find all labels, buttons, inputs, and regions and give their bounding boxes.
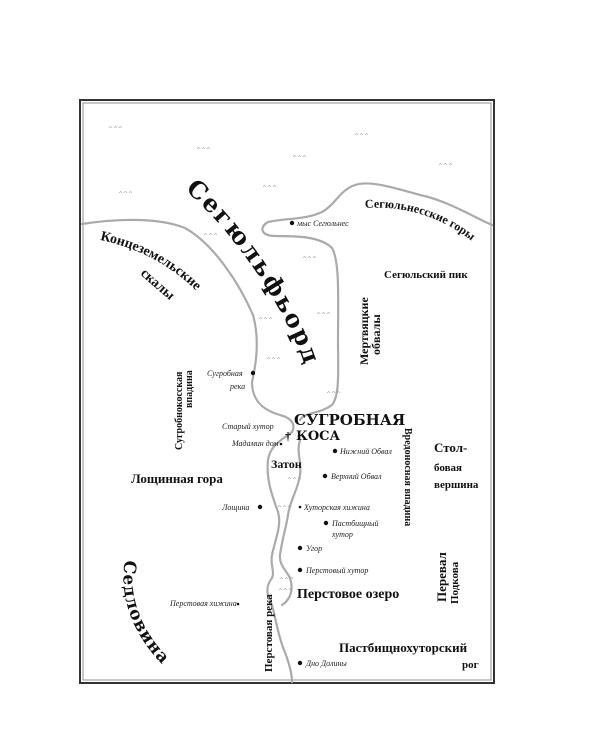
coastline-backwater	[278, 438, 302, 607]
place-river[interactable]: Сугробная река	[207, 369, 256, 391]
place-old-farm-label: Старый хутор	[222, 422, 274, 431]
label-pillar-line3: вершина	[434, 479, 479, 491]
wave-mark-icon: ^^^	[118, 191, 133, 198]
place-pasture-farm-line1: Пастбищный	[331, 519, 379, 528]
settlement-dot-icon	[322, 473, 328, 479]
label-landslides-line2: обвалы	[369, 314, 383, 355]
settlement-dot-icon	[297, 567, 303, 573]
settlement-dot-icon	[297, 545, 303, 551]
settlement-dot-icon	[332, 448, 338, 454]
place-lower-slide[interactable]: Нижний Обвал	[332, 447, 393, 456]
wave-mark-icon: ^^^	[302, 256, 317, 263]
label-saddle-text: Седловина	[118, 559, 172, 668]
coastline-west	[80, 218, 295, 684]
label-peak: Сегюльский пик	[384, 269, 468, 281]
settlement-dot-icon	[297, 660, 303, 666]
wave-mark-icon: ^^^	[266, 357, 281, 364]
wave-mark-icon: ^^^	[326, 391, 341, 398]
place-pasture-farm[interactable]: Пастбищный хутор	[323, 519, 379, 539]
label-lake: Перстовое озеро	[297, 587, 399, 602]
place-upper-slide-label: Верхний Обвал	[331, 472, 382, 481]
label-backwater: Затон	[271, 457, 302, 471]
place-hill[interactable]: Угор	[297, 544, 322, 553]
place-old-farm[interactable]: Старый хутор	[222, 422, 274, 431]
wave-mark-icon: ^^^	[287, 477, 302, 484]
label-saddle: Седловина	[118, 559, 173, 668]
cross-icon: †	[285, 429, 291, 443]
label-pass-line1: Перевал	[434, 552, 449, 602]
place-finger-farm-label: Перстовый хутор	[305, 566, 368, 575]
map-frame-inner	[82, 102, 492, 681]
wave-mark-icon: ^^^	[438, 163, 453, 170]
settlement-dot-icon	[257, 504, 263, 510]
wave-mark-icon: ^^^	[279, 577, 294, 584]
place-finger-hut[interactable]: Перстовая хижина	[169, 599, 240, 608]
label-horn-line2: рог	[462, 659, 479, 671]
place-madam-house[interactable]: Мадамин дом	[231, 439, 283, 448]
coastline-east	[261, 182, 494, 422]
wave-mark-icon: ^^^	[258, 317, 273, 324]
settlement-dot-icon	[279, 442, 283, 446]
label-mountains: Сегюльнесские горы	[365, 197, 479, 244]
label-hollow-west-line2: впадина	[184, 370, 195, 408]
wave-mark-icon: ^^^	[108, 126, 123, 133]
place-farm-hut[interactable]: Хуторская хижина	[298, 503, 370, 512]
label-fjord-text: Сегюльфьорд	[181, 173, 325, 369]
wave-mark-icon: ^^^	[203, 233, 218, 240]
place-river-line1: Сугробная	[207, 369, 243, 378]
label-spit-line2: коса	[296, 429, 340, 444]
place-valley-bottom[interactable]: Дно Долины	[297, 659, 348, 668]
wave-mark-icon: ^^^	[196, 147, 211, 154]
wave-mark-icon: ^^^	[292, 155, 307, 162]
wave-mark-icon: ^^^	[316, 312, 331, 319]
label-horn-line1: Пастбищнохуторский	[339, 640, 468, 655]
wave-mark-icon: ^^^	[262, 185, 277, 192]
place-finger-hut-label: Перстовая хижина	[169, 599, 237, 608]
label-hollow-mountain: Лощинная гора	[131, 471, 223, 486]
place-finger-farm[interactable]: Перстовый хутор	[297, 566, 369, 575]
label-hollow-west: Сугробнокосская впадина	[174, 370, 195, 450]
label-fjord: Сегюльфьорд	[181, 173, 327, 369]
settlement-dot-icon	[323, 520, 329, 526]
wave-mark-icon: ^^^	[354, 133, 369, 140]
place-lower-slide-label: Нижний Обвал	[339, 447, 392, 456]
label-pillar-line1: Стол-	[434, 440, 467, 455]
label-pass-line2: Подкова	[449, 561, 461, 604]
map-frame	[79, 99, 495, 684]
label-hollow-west-line1: Сугробнокосская	[174, 371, 185, 450]
label-hollow-east: Вредоносная впадина	[402, 428, 413, 526]
settlement-dot-icon	[289, 220, 295, 226]
place-hollow-label: Лощина	[221, 503, 249, 512]
place-valley-bottom-label: Дно Долины	[305, 659, 347, 668]
settlement-dot-icon	[298, 505, 302, 509]
label-pass: Перевал Подкова	[434, 552, 461, 604]
place-cape[interactable]: мыс Сегюльнес	[289, 219, 349, 228]
label-river: Перстовая река	[263, 594, 275, 672]
place-upper-slide[interactable]: Верхний Обвал	[322, 472, 382, 481]
place-madam-house-label: Мадамин дом	[231, 439, 279, 448]
settlement-dot-icon	[236, 602, 240, 606]
label-landslides-line1: Мертвяцкие	[357, 297, 371, 365]
place-river-line2: река	[229, 382, 245, 391]
label-spit-line1: Сугробная	[294, 411, 405, 429]
settlement-dot-icon	[250, 370, 256, 376]
place-pasture-farm-line2: хутор	[331, 530, 353, 539]
water-marks: ^^^ ^^^ ^^^ ^^^ ^^^ ^^^ ^^^ ^^^ ^^^ ^^^ …	[108, 126, 453, 595]
place-cape-label: мыс Сегюльнес	[296, 219, 349, 228]
label-landslides: Мертвяцкие обвалы	[357, 297, 383, 365]
place-hollow[interactable]: Лощина	[221, 503, 263, 512]
wave-mark-icon: ^^^	[278, 588, 293, 595]
place-farm-hut-label: Хуторская хижина	[303, 503, 370, 512]
label-mountains-text: Сегюльнесские горы	[365, 197, 479, 244]
place-hill-label: Угор	[306, 544, 322, 553]
wave-mark-icon: ^^^	[277, 505, 292, 512]
label-pillar-line2: бовая	[434, 462, 462, 474]
